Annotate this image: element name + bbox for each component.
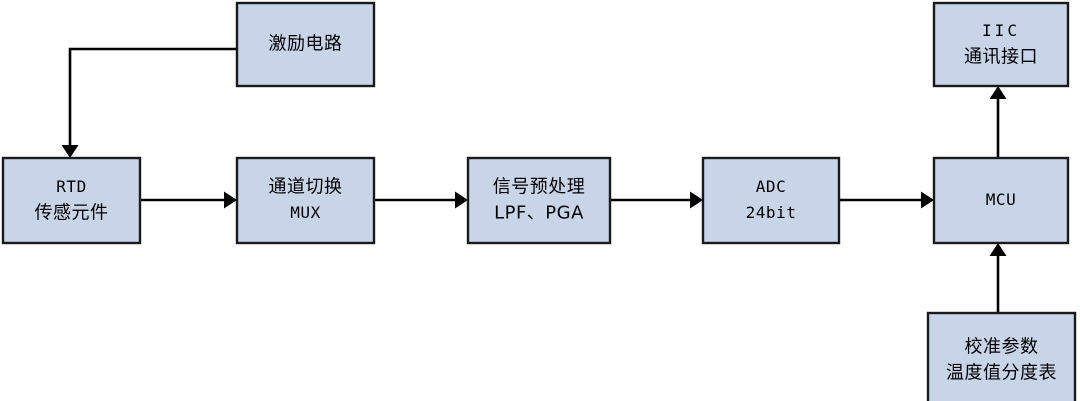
block-excitation-circuit[interactable]: 激励电路 [235,1,376,88]
connector-excitation-to-rtd-line [68,47,237,152]
mcu-controller-label-line-1: MCU [986,190,1016,209]
block-rtd-sensor[interactable]: RTD 传感元件 [1,156,142,245]
block-channel-mux[interactable]: 通道切换 MUX [235,156,376,245]
arrowhead-icon [989,86,1007,99]
signal-preprocessing-label-line-1: 信号预处理 [493,177,586,198]
rtd-sensor-box[interactable] [1,156,142,245]
adc-converter-label-line-2: 24bit [746,203,797,222]
block-signal-preprocessing[interactable]: 信号预处理 LPF、PGA [466,156,612,245]
connectors-layer [61,47,1007,313]
block-iic-interface[interactable]: IIC 通讯接口 [932,1,1070,88]
arrowhead-icon [690,191,703,209]
connector-mux-to-preprocessing [374,191,468,209]
channel-mux-label-line-2: MUX [290,203,320,222]
connector-adc-to-mcu [839,191,934,209]
arrowhead-icon [921,191,934,209]
connector-preprocessing-to-adc [610,191,703,209]
channel-mux-label-line-1: 通道切换 [269,177,343,198]
iic-interface-label-line-1: IIC [982,21,1020,40]
calibration-table-label-line-1: 校准参数 [965,337,1039,358]
arrowhead-icon [224,191,237,209]
rtd-sensor-label-line-1: RTD [56,177,86,196]
excitation-circuit-box[interactable] [235,1,376,88]
block-mcu-controller[interactable]: MCU [932,156,1070,245]
block-adc-converter[interactable]: ADC 24bit [701,156,841,245]
signal-preprocessing-box[interactable] [466,156,612,245]
iic-interface-label-line-2: 通讯接口 [964,47,1038,68]
connector-mcu-to-iic [989,86,1007,158]
connector-excitation-to-rtd [61,47,237,158]
calibration-table-box[interactable] [926,311,1077,401]
rtd-sensor-label-line-2: 传感元件 [35,203,109,224]
calibration-table-label-line-2: 温度值分度表 [946,363,1057,384]
arrowhead-icon [989,243,1007,256]
adc-converter-label-line-1: ADC [756,177,786,196]
adc-converter-box[interactable] [701,156,841,245]
connector-rtd-to-mux [140,191,237,209]
iic-interface-box[interactable] [932,1,1070,88]
signal-preprocessing-label-line-2: LPF、PGA [494,203,584,224]
channel-mux-box[interactable] [235,156,376,245]
arrowhead-icon [61,145,79,158]
connector-calibration-to-mcu [989,243,1007,313]
mcu-controller-box[interactable] [932,156,1070,245]
arrowhead-icon [455,191,468,209]
excitation-circuit-label-line-1: 激励电路 [269,34,343,55]
